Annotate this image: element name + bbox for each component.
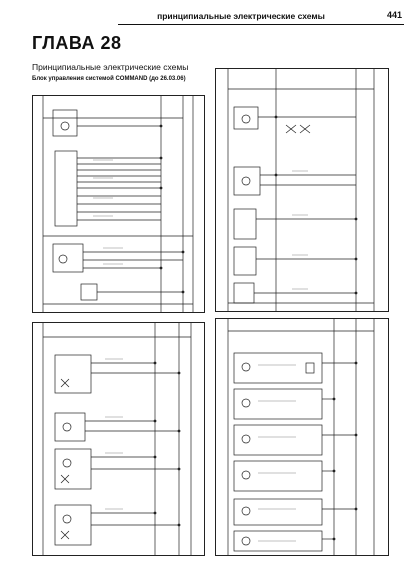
wiring-diagram-top-left-drawing <box>42 96 194 312</box>
wiring-diagram-bottom-left-drawing <box>42 323 192 555</box>
section-subtitle: Блок управления системой COMMAND (до 26.… <box>32 76 186 82</box>
section-title: Принципиальные электрические схемы <box>32 62 189 72</box>
wiring-diagram-bottom-right <box>215 318 389 556</box>
running-header: принципиальные электрические схемы 441 <box>118 10 404 25</box>
wiring-diagram-top-right <box>215 68 389 312</box>
chapter-title: ГЛАВА 28 <box>32 33 122 53</box>
wiring-diagram-bottom-left <box>32 322 205 556</box>
wiring-diagram-top-right-drawing <box>227 69 375 311</box>
wiring-diagram-bottom-right-drawing <box>227 319 375 555</box>
running-header-title: принципиальные электрические схемы <box>157 11 325 21</box>
wiring-diagram-top-left <box>32 95 205 313</box>
page-number: 441 <box>386 10 402 20</box>
